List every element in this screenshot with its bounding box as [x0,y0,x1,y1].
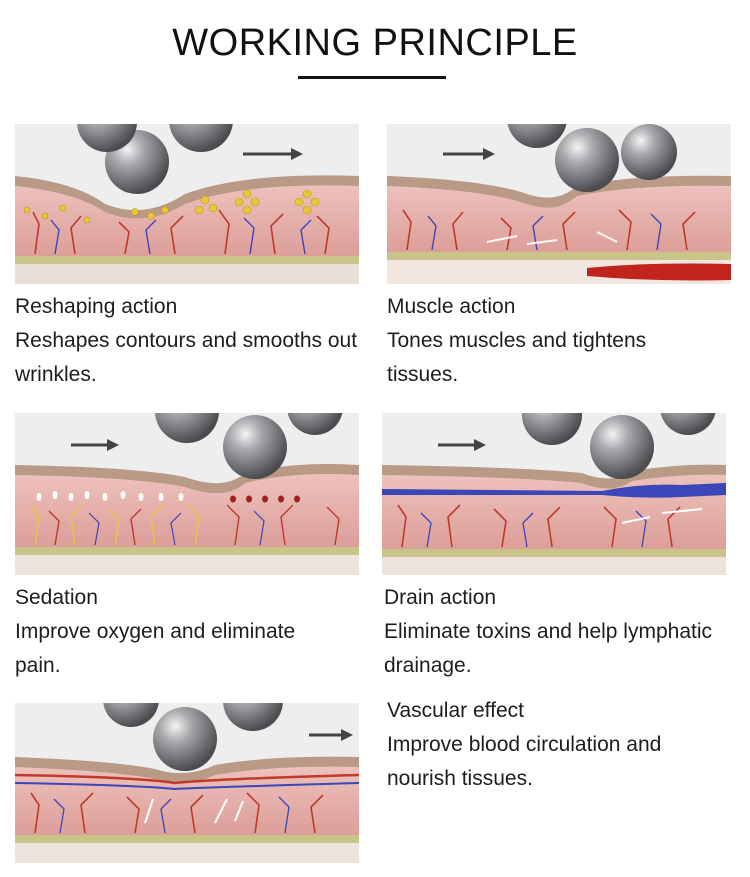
drain-diagram [382,413,726,575]
metal-ball-icon [223,415,287,479]
metal-ball-icon [103,703,159,727]
metal-ball-icon [223,703,283,731]
section-description: Reshapes contours and smooths out wrinkl… [15,329,358,386]
vein [15,782,359,791]
section-title: Reshaping action [15,295,178,318]
illustration-drain [382,413,726,575]
caption-sedation: Sedation Improve oxygen and eliminate pa… [15,581,375,683]
arrow-right-icon [309,729,353,741]
illustration-reshaping [15,124,359,284]
caption-vascular: Vascular effect Improve blood circulatio… [387,694,747,796]
section-title: Sedation [15,586,98,609]
metal-ball-icon [660,413,716,435]
page-title: WORKING PRINCIPLE [172,22,578,64]
artery [15,773,359,785]
section-title: Vascular effect [387,699,524,722]
arrow-right-icon [438,439,486,451]
fat-cells [23,189,320,224]
metal-ball-icon [153,707,217,771]
section-description: Tones muscles and tightens tissues. [387,329,647,386]
metal-ball-icon [155,413,219,443]
metal-ball-icon [169,124,233,152]
metal-ball-icon [507,124,567,148]
oxygen-dots [36,491,184,501]
illustration-vascular [15,703,359,863]
sedation-diagram [15,413,359,575]
arrow-right-icon [71,439,119,451]
section-description: Improve blood circulation and nourish ti… [387,733,662,790]
muscle-diagram [387,124,731,284]
vascular-diagram [15,703,359,863]
lymph-vessel [382,483,726,498]
reshaping-diagram [15,124,359,284]
metal-ball-icon [555,128,619,192]
arrow-right-icon [243,148,303,160]
arrow-right-icon [443,148,495,160]
illustration-muscle [387,124,731,284]
metal-ball-icon [621,124,677,180]
muscle-fiber [587,263,731,281]
metal-ball-icon [522,413,582,445]
section-description: Improve oxygen and eliminate pain. [15,620,296,677]
section-description: Eliminate toxins and help lymphatic drai… [384,620,713,677]
caption-drain: Drain action Eliminate toxins and help l… [384,581,744,683]
section-title: Drain action [384,586,497,609]
caption-reshaping: Reshaping action Reshapes contours and s… [15,290,375,392]
title-underline [298,76,446,79]
section-title: Muscle action [387,295,516,318]
caption-muscle: Muscle action Tones muscles and tightens… [387,290,747,392]
metal-ball-icon [590,415,654,479]
illustration-sedation [15,413,359,575]
metal-ball-icon [287,413,343,435]
metal-ball-icon [77,124,137,152]
